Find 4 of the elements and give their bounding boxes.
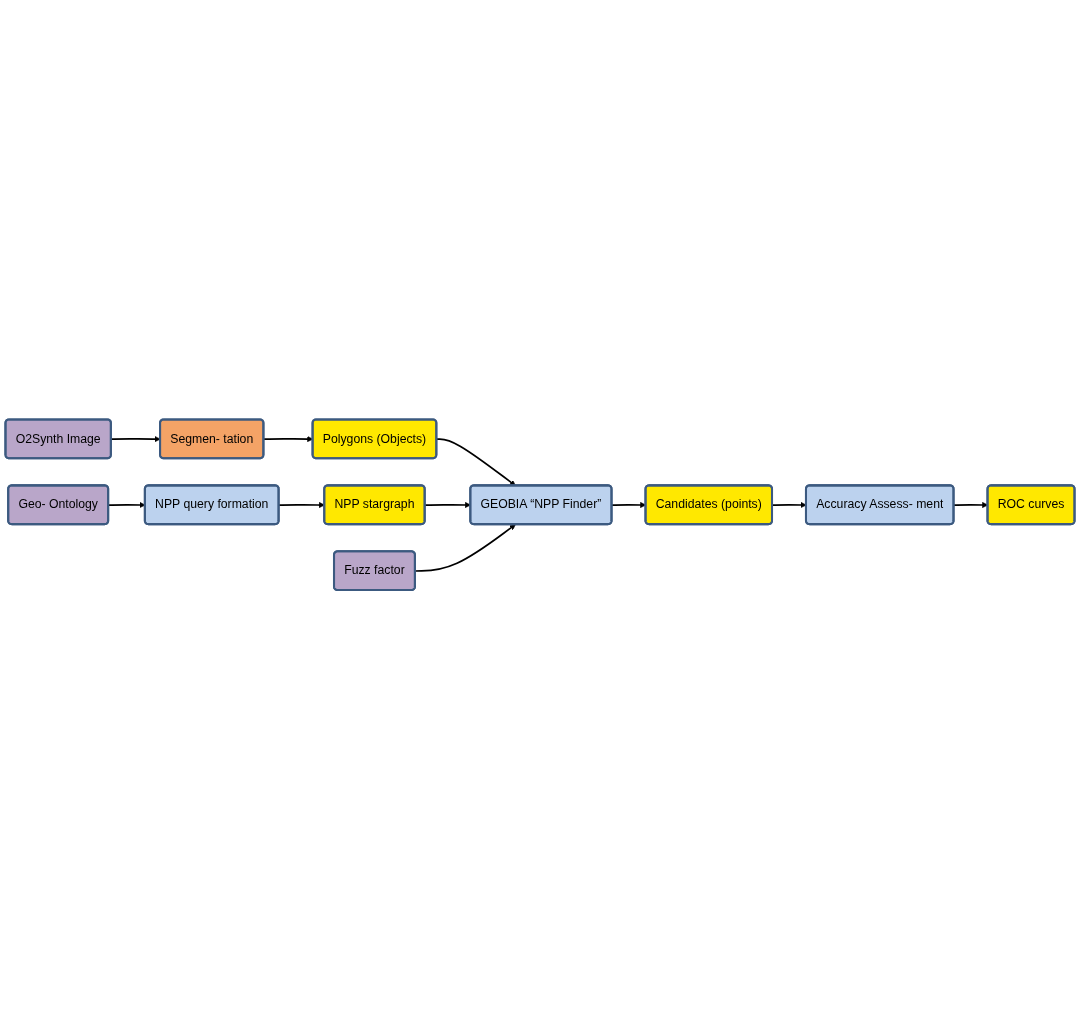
- arrow: [424, 502, 471, 509]
- arrow: [110, 436, 161, 443]
- arrow: [278, 502, 325, 509]
- arrow: [414, 524, 516, 573]
